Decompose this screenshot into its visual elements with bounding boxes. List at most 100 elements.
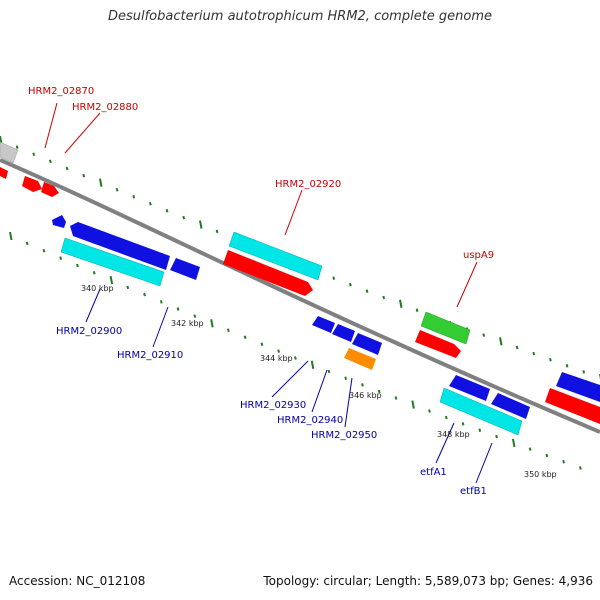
minor-tick [361, 383, 364, 387]
gene-arrow-red-HRM2_02870[interactable] [22, 176, 42, 192]
minor-tick [92, 271, 96, 275]
gene-arrow-red-left-1[interactable] [0, 167, 8, 179]
minor-tick [565, 364, 569, 368]
gene-arrow-blue-HRM2_02950[interactable] [352, 333, 382, 355]
minor-tick [327, 369, 331, 374]
minor-tick [349, 282, 352, 287]
accession-text: Accession: NC_012108 [9, 574, 146, 588]
minor-tick [579, 466, 582, 470]
minor-tick [260, 342, 264, 347]
gene-arrow-red-HRM2_02880[interactable] [41, 182, 59, 197]
grey-gene-feature[interactable] [0, 141, 19, 164]
gene-orf-orange[interactable] [344, 348, 376, 370]
label-uspA9: uspA9 [463, 250, 494, 261]
scale-label-340: 340 kbp [81, 284, 114, 293]
major-tick [310, 360, 315, 369]
minor-tick [32, 152, 36, 157]
gene-arrow-blue-etfB1[interactable] [491, 393, 530, 419]
leader-etfA1 [435, 422, 455, 464]
gene-misc-uspA9[interactable] [420, 311, 471, 345]
scale-label-342: 342 kbp [171, 319, 204, 328]
gene-arrow-red-HRM2_02920[interactable] [223, 250, 313, 296]
gene-arrow-blue-small-left[interactable] [52, 215, 66, 228]
minor-tick [76, 263, 79, 268]
label-HRM2_02870: HRM2_02870 [28, 86, 94, 97]
minor-tick [143, 292, 146, 297]
label-HRM2_02920: HRM2_02920 [275, 179, 341, 190]
minor-tick [159, 300, 163, 304]
gene-arrow-blue-HRM2_02900[interactable] [70, 222, 170, 270]
minor-tick [562, 459, 566, 464]
minor-tick [365, 289, 369, 293]
minor-tick [461, 422, 465, 426]
minor-tick [193, 314, 197, 318]
leader-HRM2_02910 [152, 306, 169, 348]
label-HRM2_02880: HRM2_02880 [72, 102, 138, 113]
minor-tick [215, 229, 219, 234]
gene-arrow-red-right-edge[interactable] [545, 388, 600, 424]
minor-tick [243, 335, 247, 340]
major-tick [399, 299, 403, 309]
label-etfB1: etfB1 [460, 486, 487, 497]
minor-tick [515, 345, 519, 350]
minor-tick [582, 370, 586, 374]
minor-tick [182, 215, 186, 220]
gene-arrow-blue-HRM2_02910[interactable] [170, 258, 200, 280]
major-tick [109, 275, 114, 285]
minor-tick [165, 208, 169, 213]
gene-arrow-blue-right-edge[interactable] [556, 372, 600, 402]
minor-tick [149, 201, 152, 206]
minor-tick [176, 307, 180, 311]
genome-backbone [0, 158, 600, 434]
minor-tick [332, 276, 336, 280]
major-tick [199, 220, 203, 229]
major-tick [210, 319, 214, 328]
leader-HRM2_02930 [271, 360, 309, 398]
gene-arrow-blue-HRM2_02930[interactable] [312, 316, 335, 333]
label-HRM2_02910: HRM2_02910 [117, 350, 183, 361]
gene-rna-HRM2_02900[interactable] [60, 237, 165, 287]
gene-rna-etfA1[interactable] [439, 387, 523, 436]
gene-rna-HRM2_02920[interactable] [228, 231, 323, 281]
minor-tick [277, 349, 281, 353]
leader-HRM2_02920 [284, 189, 303, 236]
genome-summary-text: Topology: circular; Length: 5,589,073 bp… [263, 574, 593, 588]
gene-arrow-blue-HRM2_02940[interactable] [332, 324, 355, 342]
minor-tick [115, 187, 119, 192]
map-title: Desulfobacterium autotrophicum HRM2, com… [107, 9, 493, 24]
major-tick [511, 438, 516, 448]
major-tick [499, 337, 503, 346]
scale-label-344: 344 kbp [260, 354, 293, 363]
label-HRM2_02900: HRM2_02900 [56, 326, 122, 337]
minor-tick [528, 447, 532, 451]
major-tick [9, 231, 13, 241]
minor-tick [126, 285, 130, 290]
minor-tick [478, 428, 482, 432]
minor-tick [294, 356, 297, 360]
major-tick [99, 178, 103, 187]
gene-arrow-red-uspA9[interactable] [415, 330, 461, 358]
minor-tick [549, 357, 552, 362]
leader-uspA9 [456, 261, 478, 308]
gene-arrow-blue-etfA1[interactable] [449, 375, 490, 401]
minor-tick [495, 434, 498, 439]
minor-tick [545, 453, 549, 458]
minor-tick [15, 145, 19, 149]
minor-tick [59, 256, 63, 260]
minor-tick [82, 173, 86, 178]
minor-tick [344, 376, 348, 380]
leader-etfB1 [475, 442, 493, 484]
minor-tick [444, 415, 448, 420]
minor-tick [132, 194, 136, 199]
minor-tick [532, 351, 536, 356]
label-etfA1: etfA1 [420, 467, 447, 478]
label-HRM2_02950: HRM2_02950 [311, 430, 377, 441]
minor-tick [428, 409, 431, 413]
inner-tick-ring [9, 231, 582, 470]
minor-tick [377, 389, 381, 394]
scale-label-350: 350 kbp [524, 470, 557, 479]
minor-tick [394, 396, 398, 400]
minor-tick [415, 308, 419, 312]
minor-tick [482, 333, 486, 337]
